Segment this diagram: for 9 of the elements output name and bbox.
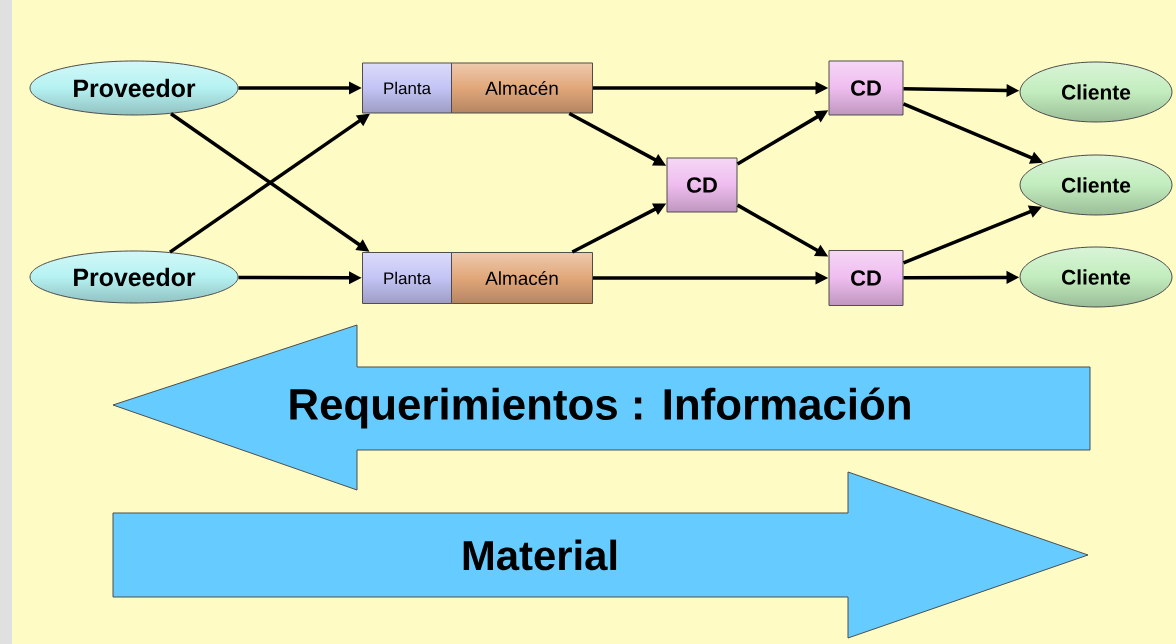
arrow-banner: Requerimientos : Información [112, 324, 1091, 491]
process-box: Almacén [451, 252, 593, 304]
process-box: CD [828, 250, 904, 306]
process-box: CD [666, 157, 738, 213]
arrow-banner: Material [112, 471, 1089, 639]
process-box: Planta [362, 252, 452, 304]
process-box: Planta [362, 62, 452, 114]
process-box: Almacén [451, 62, 593, 114]
process-box: CD [828, 60, 904, 116]
